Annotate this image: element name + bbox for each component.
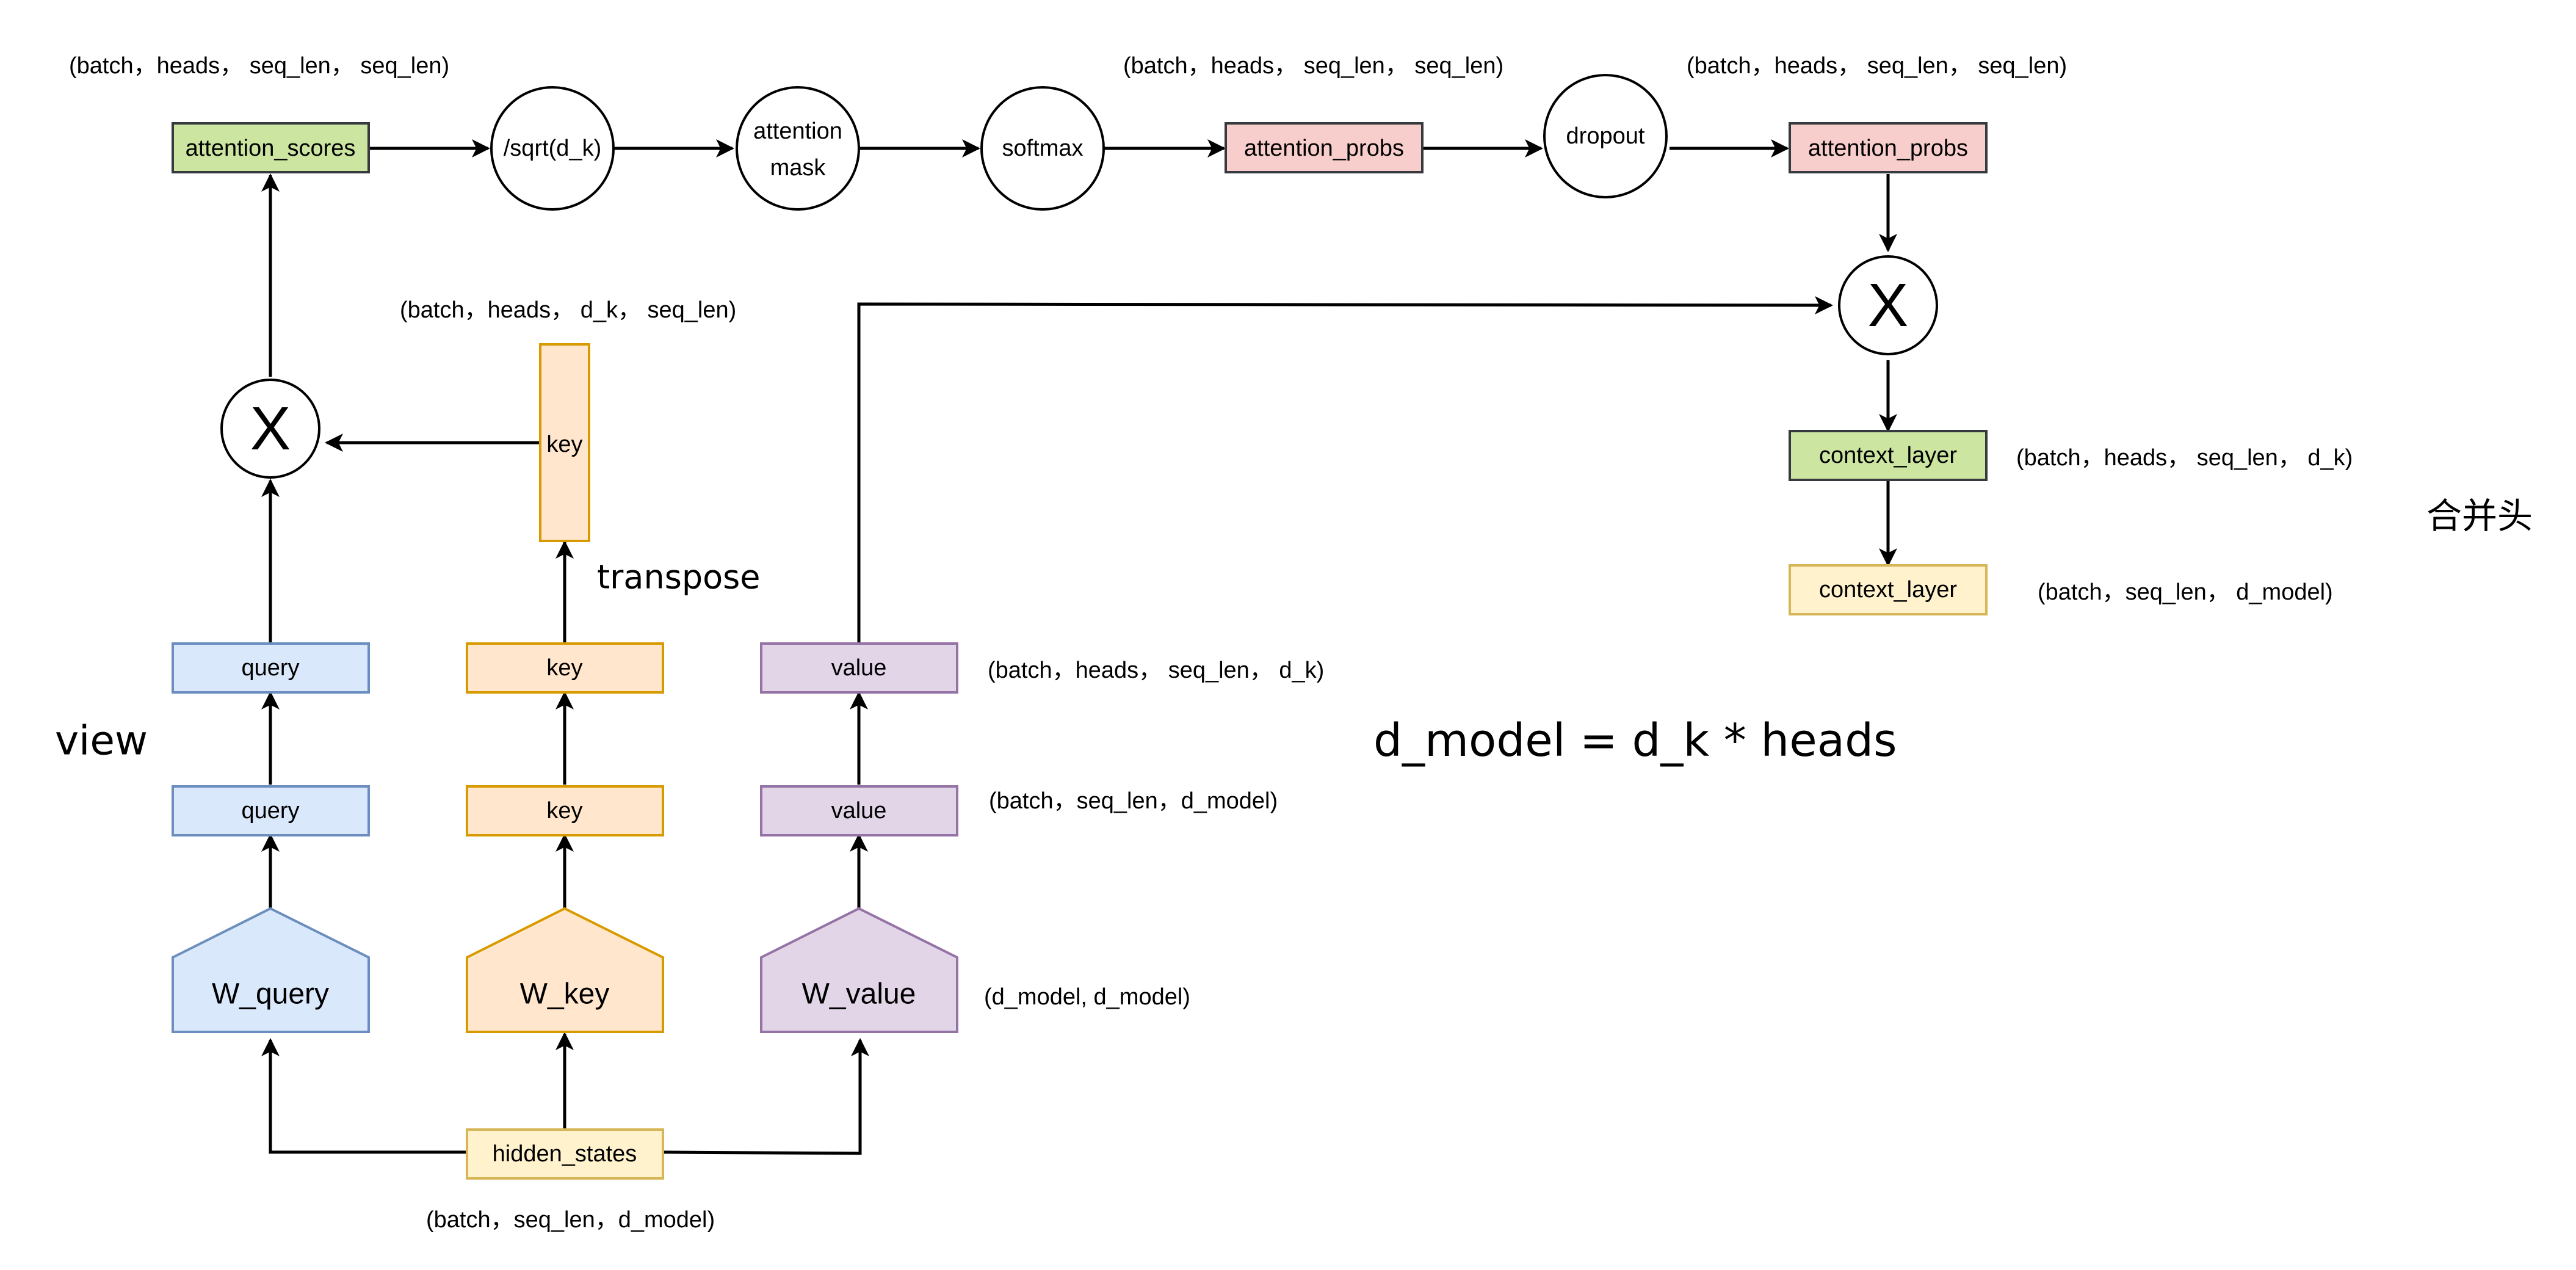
- query-top-label: query: [241, 655, 299, 681]
- key-bottom-node: key: [466, 785, 664, 836]
- softmax-label: softmax: [1002, 136, 1083, 161]
- context-shape-label-1: (batch，heads， seq_len， d_k): [2016, 445, 2353, 471]
- value-bottom-node: value: [760, 785, 958, 836]
- merge-heads-label: 合并头: [2426, 495, 2533, 537]
- attention-probs-node-2: attention_probs: [1789, 122, 1988, 173]
- hidden-shape-label: (batch，seq_len，d_model): [426, 1207, 715, 1233]
- multiply-node-left: X: [220, 379, 320, 479]
- w-key-label: W_key: [520, 978, 610, 1011]
- view-label: view: [55, 717, 148, 764]
- key-transposed-label: key: [546, 432, 582, 457]
- key-top-node: key: [466, 642, 664, 694]
- qkv-heads-shape-label: (batch，heads， seq_len， d_k): [988, 658, 1324, 683]
- multiply-node-right: X: [1838, 255, 1938, 355]
- attention-scores-label: attention_scores: [186, 136, 356, 161]
- formula-label: d_model = d_k * heads: [1373, 714, 1897, 767]
- key-transposed-shape-label: (batch，heads， d_k， seq_len): [400, 297, 736, 323]
- scores-shape-label: (batch，heads， seq_len， seq_len): [69, 53, 449, 79]
- arrow-value-to-multiply: [857, 296, 1833, 642]
- w-query-label: W_query: [212, 978, 329, 1011]
- attention-mask-node: attention mask: [736, 86, 860, 211]
- w-key-node: W_key: [466, 907, 664, 1033]
- w-query-node: W_query: [172, 907, 370, 1033]
- sqrt-dk-node: /sqrt(d_k): [490, 86, 615, 211]
- qkv-shape-label: (batch，seq_len，d_model): [989, 788, 1278, 814]
- w-value-label: W_value: [802, 978, 916, 1011]
- hidden-states-node: hidden_states: [466, 1128, 664, 1180]
- probs-shape-label-2: (batch，heads， seq_len， seq_len): [1687, 53, 2067, 79]
- attention-probs-label-2: attention_probs: [1808, 136, 1968, 161]
- key-top-label: key: [546, 655, 582, 681]
- value-top-node: value: [760, 642, 958, 694]
- query-bottom-label: query: [241, 798, 299, 824]
- context-layer-label-2: context_layer: [1819, 577, 1957, 603]
- context-layer-label-1: context_layer: [1819, 443, 1957, 468]
- softmax-node: softmax: [980, 86, 1105, 211]
- query-top-node: query: [172, 642, 370, 694]
- hidden-states-label: hidden_states: [493, 1141, 637, 1167]
- connectors: [261, 139, 1897, 1155]
- multiply-right-label: X: [1868, 271, 1909, 339]
- value-bottom-label: value: [831, 798, 887, 824]
- dropout-label: dropout: [1566, 123, 1645, 149]
- w-value-node: W_value: [760, 907, 958, 1033]
- context-shape-label-2: (batch，seq_len， d_model): [2038, 579, 2333, 605]
- arrow-hidden-to-wquery: [261, 1038, 466, 1154]
- attention-probs-node-1: attention_probs: [1225, 122, 1424, 173]
- query-bottom-node: query: [172, 785, 370, 836]
- context-layer-node-1: context_layer: [1789, 430, 1988, 481]
- probs-shape-label-1: (batch，heads， seq_len， seq_len): [1123, 53, 1503, 79]
- key-bottom-label: key: [546, 798, 582, 824]
- attention-probs-label-1: attention_probs: [1244, 136, 1404, 161]
- arrow-hidden-to-wvalue: [663, 1038, 869, 1155]
- key-transposed-node: key: [539, 343, 590, 542]
- weight-shape-label: (d_model, d_model): [984, 984, 1190, 1010]
- attention-mask-label-line1: attention: [753, 118, 842, 144]
- value-top-label: value: [831, 655, 887, 681]
- attention-mask-label-line2: mask: [770, 155, 827, 181]
- multiply-left-label: X: [250, 394, 291, 463]
- context-layer-node-2: context_layer: [1789, 564, 1988, 615]
- attention-scores-node: attention_scores: [172, 122, 370, 173]
- transpose-label: transpose: [597, 558, 761, 597]
- sqrt-dk-label: /sqrt(d_k): [504, 136, 601, 161]
- dropout-node: dropout: [1543, 74, 1668, 198]
